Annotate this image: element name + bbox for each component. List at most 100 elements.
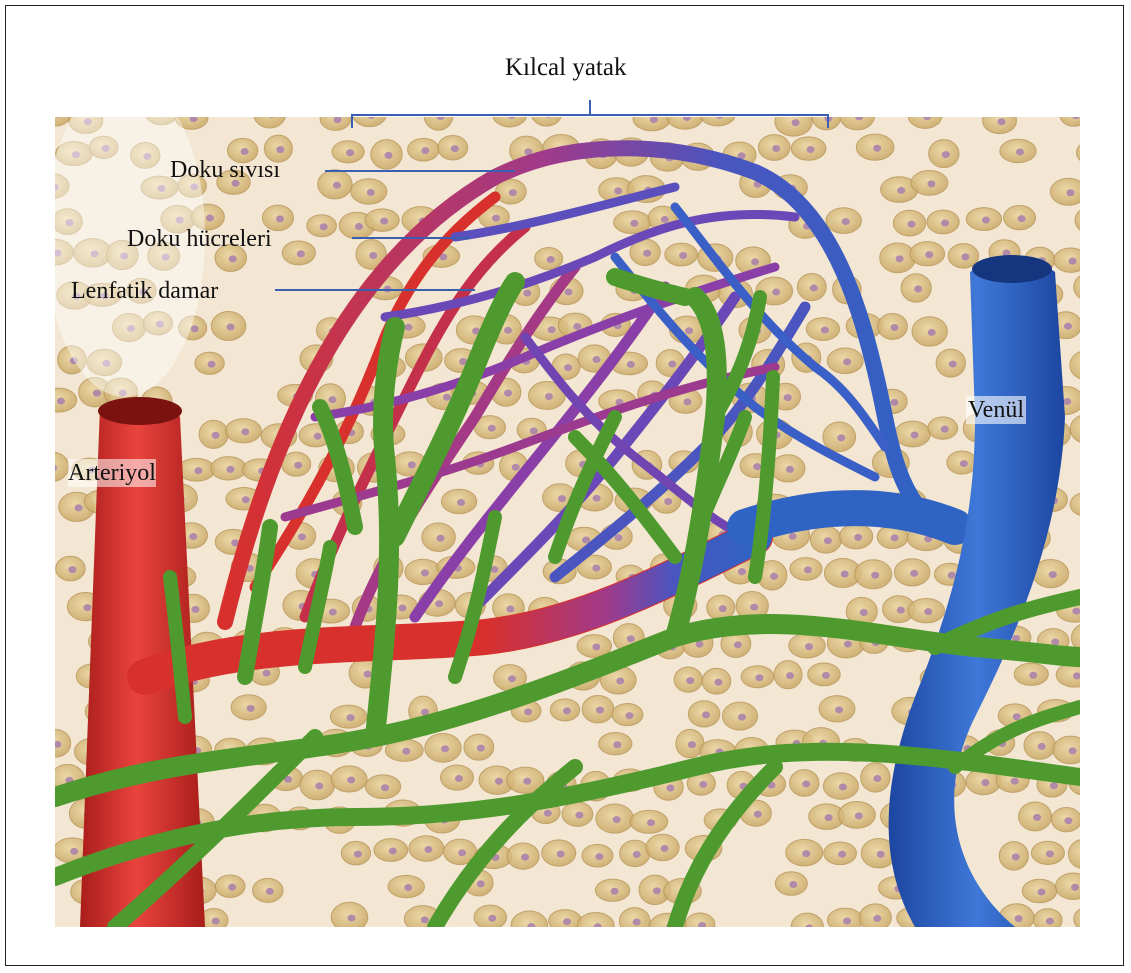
cell-nucleus bbox=[784, 394, 792, 401]
tissue-cell bbox=[1050, 178, 1080, 205]
cell-nucleus bbox=[627, 361, 635, 368]
cell-nucleus bbox=[613, 741, 621, 748]
cell-nucleus bbox=[194, 467, 202, 474]
cell-nucleus bbox=[789, 533, 797, 540]
cell-nucleus bbox=[548, 326, 556, 333]
cell-nucleus bbox=[941, 219, 949, 226]
cell-nucleus bbox=[786, 672, 794, 679]
cell-nucleus bbox=[441, 745, 449, 752]
cell-nucleus bbox=[504, 390, 512, 397]
cell-nucleus bbox=[942, 151, 950, 158]
cell-nucleus bbox=[647, 819, 655, 826]
cell-nucleus bbox=[276, 215, 284, 222]
cell-nucleus bbox=[408, 461, 416, 468]
cell-nucleus bbox=[699, 781, 707, 788]
cell-nucleus bbox=[871, 572, 879, 579]
label-tissue-fluid: Doku sıvısı bbox=[170, 158, 280, 182]
cell-nucleus bbox=[424, 846, 432, 853]
cell-nucleus bbox=[593, 495, 601, 502]
cell-nucleus bbox=[266, 888, 274, 895]
cell-nucleus bbox=[208, 361, 216, 368]
cell-nucleus bbox=[565, 289, 573, 296]
cell-nucleus bbox=[495, 778, 503, 785]
cell-nucleus bbox=[294, 462, 302, 469]
cell-nucleus bbox=[276, 146, 284, 153]
cell-nucleus bbox=[443, 394, 451, 401]
cell-nucleus bbox=[458, 849, 466, 856]
cell-nucleus bbox=[821, 327, 829, 334]
cell-nucleus bbox=[389, 848, 397, 855]
cell-nucleus bbox=[702, 711, 710, 718]
cell-nucleus bbox=[421, 916, 429, 923]
cell-nucleus bbox=[835, 706, 843, 713]
cell-nucleus bbox=[523, 778, 531, 785]
cell-nucleus bbox=[1011, 778, 1019, 785]
cell-nucleus bbox=[627, 635, 635, 642]
cell-nucleus bbox=[315, 782, 323, 789]
cell-nucleus bbox=[70, 848, 78, 855]
cell-nucleus bbox=[1018, 215, 1026, 222]
cell-nucleus bbox=[633, 851, 641, 858]
cell-nucleus bbox=[521, 854, 529, 861]
cell-nucleus bbox=[1066, 189, 1074, 196]
cell-nucleus bbox=[477, 880, 485, 887]
cell-nucleus bbox=[854, 534, 862, 541]
cell-nucleus bbox=[897, 607, 905, 614]
cell-nucleus bbox=[329, 609, 337, 616]
cell-nucleus bbox=[564, 364, 572, 371]
cell-nucleus bbox=[949, 361, 957, 368]
cell-nucleus bbox=[212, 918, 220, 925]
cell-nucleus bbox=[842, 218, 850, 225]
cell-nucleus bbox=[686, 677, 694, 684]
cell-nucleus bbox=[981, 779, 989, 786]
cell-nucleus bbox=[1069, 258, 1077, 265]
cell-nucleus bbox=[948, 572, 956, 579]
cell-nucleus bbox=[354, 851, 362, 858]
cell-nucleus bbox=[346, 149, 354, 156]
cell-nucleus bbox=[927, 180, 935, 187]
cell-nucleus bbox=[399, 604, 407, 611]
cell-nucleus bbox=[592, 356, 600, 363]
cell-nucleus bbox=[1038, 743, 1046, 750]
cell-nucleus bbox=[575, 812, 583, 819]
cell-nucleus bbox=[772, 288, 780, 295]
cell-nucleus bbox=[524, 708, 532, 715]
cell-nucleus bbox=[437, 535, 445, 542]
cell-nucleus bbox=[402, 748, 410, 755]
cell-nucleus bbox=[582, 537, 590, 544]
cell-nucleus bbox=[314, 433, 322, 440]
cell-nucleus bbox=[355, 223, 363, 230]
cell-nucleus bbox=[1049, 571, 1057, 578]
cell-nucleus bbox=[512, 464, 520, 471]
cell-nucleus bbox=[298, 533, 306, 540]
cell-nucleus bbox=[661, 845, 669, 852]
cell-nucleus bbox=[404, 324, 412, 331]
cell-nucleus bbox=[1046, 850, 1054, 857]
cell-nucleus bbox=[855, 812, 863, 819]
cell-nucleus bbox=[1064, 323, 1072, 330]
cell-nucleus bbox=[896, 255, 904, 262]
tissue-cell bbox=[1034, 909, 1062, 927]
cell-nucleus bbox=[683, 398, 691, 405]
cell-nucleus bbox=[825, 814, 833, 821]
cell-nucleus bbox=[57, 398, 65, 405]
cell-nucleus bbox=[614, 534, 622, 541]
cell-nucleus bbox=[242, 496, 250, 503]
cell-nucleus bbox=[1033, 814, 1041, 821]
cell-nucleus bbox=[1063, 398, 1071, 405]
cell-nucleus bbox=[860, 609, 868, 616]
cell-nucleus bbox=[792, 119, 800, 126]
cell-nucleus bbox=[751, 258, 759, 265]
cell-nucleus bbox=[83, 604, 91, 611]
cell-nucleus bbox=[247, 705, 255, 712]
tissue-cell bbox=[331, 902, 368, 927]
cell-nucleus bbox=[802, 850, 810, 857]
cell-nucleus bbox=[961, 253, 969, 260]
cell-nucleus bbox=[960, 460, 968, 467]
cell-nucleus bbox=[93, 390, 101, 397]
cell-nucleus bbox=[1051, 638, 1059, 645]
cell-nucleus bbox=[506, 605, 514, 612]
cell-nucleus bbox=[664, 498, 672, 505]
cell-nucleus bbox=[364, 671, 372, 678]
cell-nucleus bbox=[523, 290, 531, 297]
